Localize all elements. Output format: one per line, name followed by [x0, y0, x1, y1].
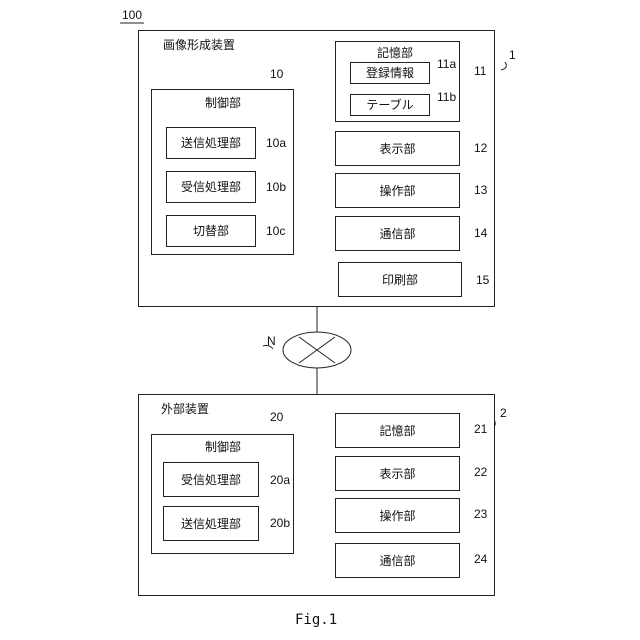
network-label: N [267, 334, 276, 348]
storage-11-title: 記憶部 [377, 46, 413, 60]
printing-unit-15: 印刷部 [338, 262, 462, 297]
table-11b: テーブル [350, 94, 430, 116]
operation-unit-23-ref: 23 [474, 507, 487, 521]
controller-10-ref: 10 [270, 67, 283, 81]
communication-unit-24-ref: 24 [474, 552, 487, 566]
switching-unit-10c-ref: 10c [266, 224, 285, 238]
display-unit-22: 表示部 [335, 456, 460, 491]
receive-processing-unit-20a: 受信処理部 [163, 462, 259, 497]
communication-unit-14-ref: 14 [474, 226, 487, 240]
send-processing-unit-20b: 送信処理部 [163, 506, 259, 541]
image-forming-device-title: 画像形成装置 [163, 38, 235, 52]
display-unit-22-ref: 22 [474, 465, 487, 479]
registration-info-11a-ref: 11a [437, 57, 456, 71]
receive-processing-unit-10b-ref: 10b [266, 180, 286, 194]
external-device-title: 外部装置 [161, 402, 209, 416]
receive-processing-unit-10b: 受信処理部 [166, 171, 256, 203]
receive-processing-unit-20a-ref: 20a [270, 473, 290, 487]
external-device-ref: 2 [500, 406, 507, 420]
communication-unit-14: 通信部 [335, 216, 460, 251]
display-unit-12-ref: 12 [474, 141, 487, 155]
system-ref: 100 [122, 8, 142, 22]
switching-unit-10c: 切替部 [166, 215, 256, 247]
send-processing-unit-10a-ref: 10a [266, 136, 286, 150]
operation-unit-23: 操作部 [335, 498, 460, 533]
controller-20-ref: 20 [270, 410, 283, 424]
send-processing-unit-10a: 送信処理部 [166, 127, 256, 159]
controller-20-title: 制御部 [205, 440, 241, 454]
storage-11-ref: 11 [474, 64, 486, 78]
communication-unit-24: 通信部 [335, 543, 460, 578]
network-icon [283, 332, 351, 368]
operation-unit-13-ref: 13 [474, 183, 487, 197]
table-11b-ref: 11b [437, 90, 456, 104]
storage-unit-21: 記憶部 [335, 413, 460, 448]
registration-info-11a: 登録情報 [350, 62, 430, 84]
display-unit-12: 表示部 [335, 131, 460, 166]
send-processing-unit-20b-ref: 20b [270, 516, 290, 530]
figure-label: Fig.1 [295, 612, 337, 628]
storage-unit-21-ref: 21 [474, 422, 487, 436]
controller-10-title: 制御部 [205, 96, 241, 110]
operation-unit-13: 操作部 [335, 173, 460, 208]
image-forming-device-ref: 1 [509, 48, 516, 62]
printing-unit-15-ref: 15 [476, 273, 489, 287]
